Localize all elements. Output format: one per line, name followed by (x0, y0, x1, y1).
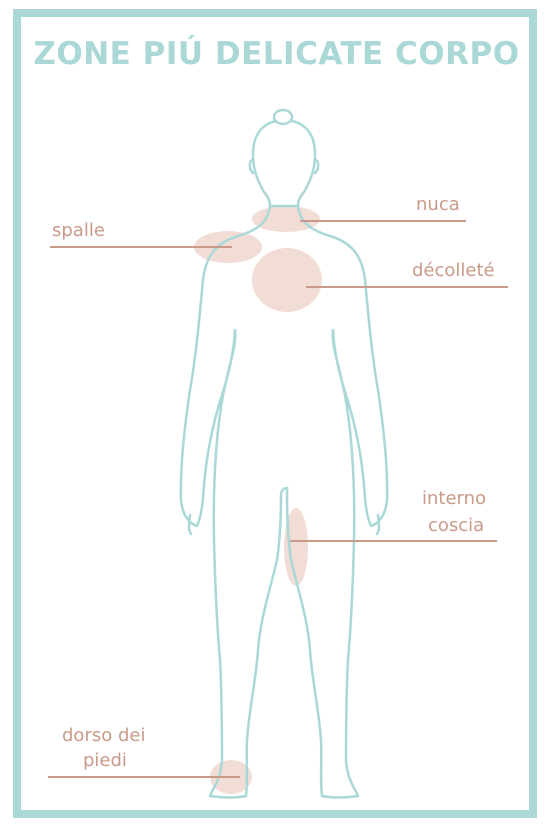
label-dorso-dei: dorso dei (62, 724, 145, 748)
label-decollete: décolleté (412, 259, 495, 283)
zone-decollete (252, 248, 322, 312)
label-nuca: nuca (416, 193, 460, 217)
label-piedi: piedi (83, 749, 127, 773)
label-coscia: coscia (428, 514, 484, 538)
label-interno: interno (422, 487, 486, 511)
label-spalle: spalle (52, 219, 105, 243)
